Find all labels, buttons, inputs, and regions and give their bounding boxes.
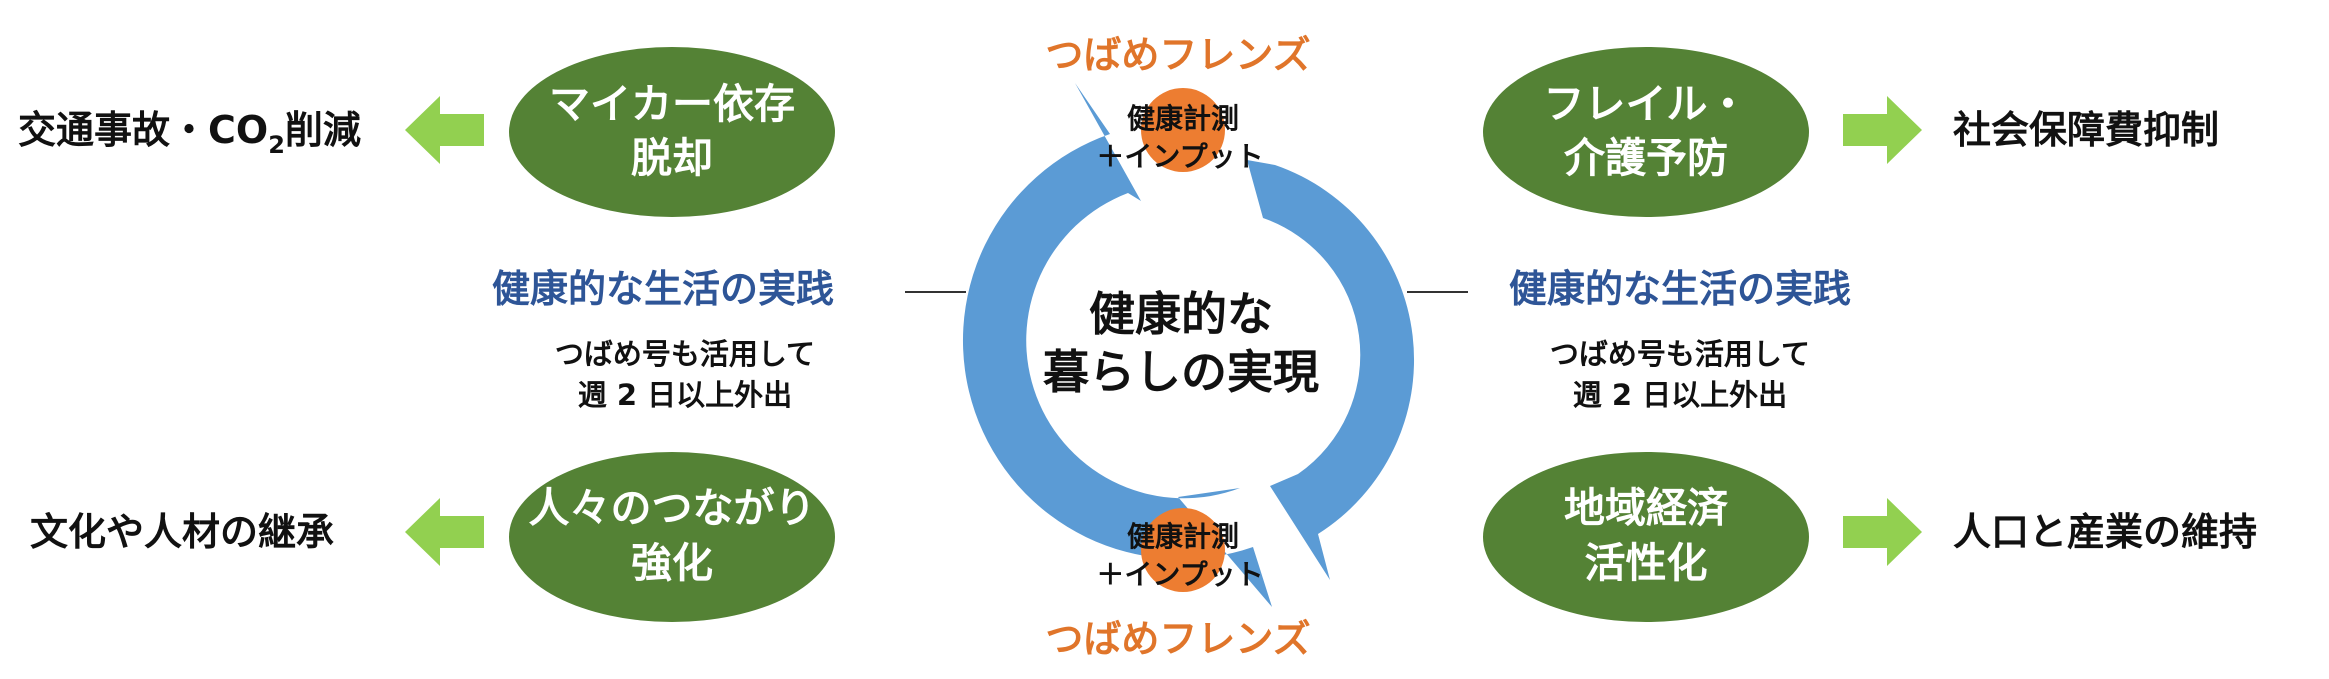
oval-top-right-line2: 介護予防 (1564, 134, 1728, 182)
top-node-label: つばめフレンズ (1045, 33, 1310, 77)
bottom-node-measure-line2: ＋インプット (1096, 558, 1263, 591)
outcome-top-right: 社会保障費抑制 (1953, 108, 2219, 152)
top-node: つばめフレンズ 健康計測 ＋インプット (1045, 33, 1310, 173)
bottom-node-dot (1141, 508, 1225, 592)
arrow-right-top (1843, 96, 1922, 164)
left-practice-title: 健康的な生活の実践 (492, 267, 834, 311)
bottom-node-label: つばめフレンズ (1045, 617, 1310, 661)
oval-bottom-right-line1: 地域経済 (1564, 484, 1729, 532)
bottom-node: 健康計測 ＋インプット つばめフレンズ (1045, 508, 1311, 661)
outcome-top-left: 交通事故・CO2削減 (18, 108, 361, 159)
right-practice-note-line2: 週 2 日以上外出 (1573, 378, 1787, 412)
oval-top-left-shape (509, 47, 835, 217)
oval-top-left-line2: 脱却 (631, 134, 713, 182)
oval-bottom-left: 人々のつながり 強化 (509, 452, 835, 622)
left-practice-note-line1: つばめ号も活用して (555, 337, 815, 371)
oval-top-right-line1: フレイル・ (1544, 80, 1749, 128)
top-node-measure-line2: ＋インプット (1096, 140, 1263, 173)
oval-bottom-right-line2: 活性化 (1585, 539, 1708, 587)
outcome-bottom-right: 人口と産業の維持 (1953, 510, 2257, 554)
right-practice-title: 健康的な生活の実践 (1509, 267, 1851, 311)
left-practice-note-line2: 週 2 日以上外出 (578, 378, 792, 412)
outcome-top-left-sub: 2 (268, 131, 285, 159)
oval-top-left: マイカー依存 脱却 (509, 47, 835, 217)
arrow-right-bottom (1843, 498, 1922, 566)
center-goal: 健康的な 暮らしの実現 (1043, 287, 1319, 399)
oval-bottom-left-shape (509, 452, 835, 622)
oval-top-left-line1: マイカー依存 (549, 80, 795, 128)
arrow-left-top (405, 96, 484, 164)
center-goal-line2: 暮らしの実現 (1043, 345, 1319, 399)
left-practice: 健康的な生活の実践 つばめ号も活用して 週 2 日以上外出 (492, 267, 966, 412)
cycle-arrow-left (962, 83, 1272, 607)
oval-bottom-left-line2: 強化 (631, 539, 713, 587)
bottom-node-measure-line1: 健康計測 (1127, 520, 1239, 553)
top-node-dot (1141, 88, 1225, 172)
cycle-arrows (962, 83, 1415, 607)
right-practice-note-line1: つばめ号も活用して (1550, 337, 1810, 371)
cycle-arrow-right (1247, 160, 1415, 580)
arrow-left-bottom (405, 498, 484, 566)
oval-top-right-shape (1483, 47, 1809, 217)
center-goal-line1: 健康的な (1089, 287, 1273, 341)
outcome-top-left-tail: 削減 (285, 108, 361, 152)
outcome-bottom-left: 文化や人材の継承 (30, 510, 334, 554)
right-practice: 健康的な生活の実践 つばめ号も活用して 週 2 日以上外出 (1407, 267, 1851, 412)
oval-bottom-right-shape (1483, 452, 1809, 622)
oval-top-right: フレイル・ 介護予防 (1483, 47, 1809, 217)
outcome-top-left-main: 交通事故・CO (18, 108, 268, 152)
oval-bottom-left-line1: 人々のつながり (529, 484, 816, 532)
top-node-measure-line1: 健康計測 (1127, 102, 1239, 135)
oval-bottom-right: 地域経済 活性化 (1483, 452, 1809, 622)
